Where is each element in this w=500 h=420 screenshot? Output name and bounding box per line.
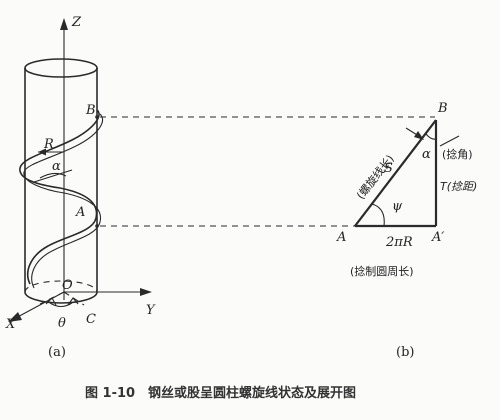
point-b-left-marker	[95, 115, 99, 119]
x-axis-arrow	[8, 312, 22, 322]
label-helix-length: (螺旋线长)	[353, 152, 396, 202]
triangle-hypotenuse	[354, 119, 437, 227]
label-s: S	[384, 161, 393, 176]
panel-b-triangle	[354, 119, 460, 228]
label-r: R	[43, 137, 54, 152]
label-theta: θ	[58, 316, 66, 331]
alpha-indicator-arrowhead	[414, 131, 424, 140]
cylinder-top-ellipse	[24, 58, 98, 78]
label-x: X	[5, 317, 16, 332]
z-axis-arrow	[60, 18, 68, 30]
psi-angle-arc	[371, 203, 385, 227]
label-a-right: A	[336, 230, 346, 245]
cylinder-bottom-back	[24, 280, 98, 293]
label-two-pi-r: 2πR	[385, 235, 413, 250]
label-a-left: A	[75, 205, 85, 220]
label-panel-a: (a)	[48, 345, 66, 360]
label-alpha-right: α	[422, 147, 431, 162]
alpha-angle-arc	[39, 172, 67, 179]
label-o: O	[62, 278, 73, 293]
lay-angle-indicator	[439, 135, 460, 147]
label-lay-angle: (捻角)	[442, 147, 473, 161]
theta-tick-right	[67, 297, 79, 306]
helix-wire	[19, 109, 100, 285]
panel-a-cylinder	[8, 18, 152, 322]
label-c: C	[86, 312, 96, 327]
label-psi: ψ	[392, 199, 403, 214]
helix-wire-edge	[23, 113, 103, 289]
alpha-angle-arc-right	[425, 133, 437, 140]
x-axis	[11, 291, 65, 321]
label-panel-b: (b)	[396, 345, 414, 360]
label-circumference: (捻制圆周长)	[350, 264, 414, 278]
point-a-left-marker	[95, 224, 99, 228]
label-z: Z	[71, 15, 82, 30]
alpha-tangent-line	[33, 169, 73, 183]
y-axis-arrow	[140, 288, 152, 296]
label-b-left: B	[85, 103, 96, 118]
cylinder-bottom-front	[24, 291, 98, 304]
label-t-lay: T(捻距)	[440, 180, 477, 193]
figure-caption: 图 1-10 钢丝或股呈圆柱螺旋线状态及展开图	[85, 385, 356, 401]
label-y: Y	[146, 303, 156, 318]
label-alpha-left: α	[52, 159, 61, 174]
theta-arc	[49, 302, 73, 308]
label-a-prime: A′	[431, 230, 444, 245]
label-b-right: B	[437, 101, 448, 116]
radius-arrow	[38, 148, 46, 156]
